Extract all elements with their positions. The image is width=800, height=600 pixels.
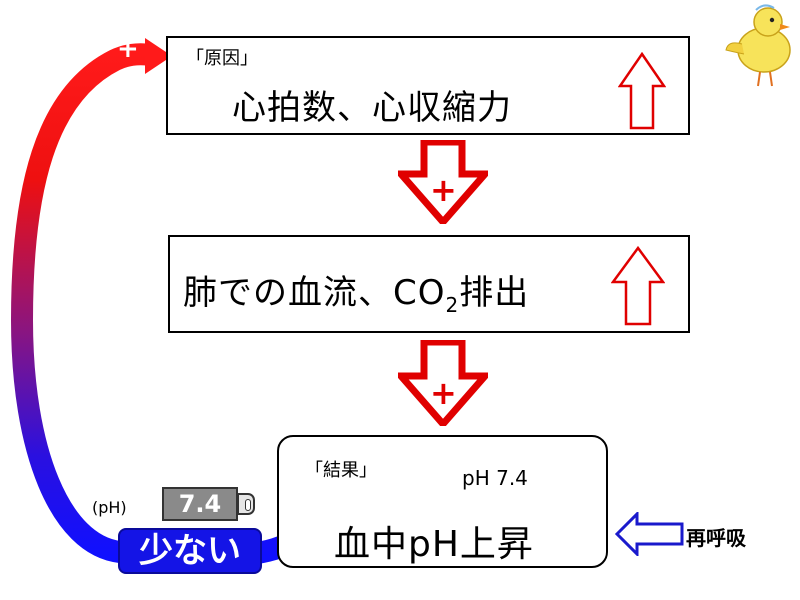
lung-text-main: 肺での血流、CO bbox=[183, 273, 446, 313]
lung-box bbox=[168, 235, 690, 333]
result-box bbox=[277, 435, 608, 568]
cause-tag: 「原因」 bbox=[186, 48, 258, 69]
loop-arrowhead bbox=[145, 38, 172, 74]
down-arrow-plus-sign-2: + bbox=[430, 374, 457, 412]
lung-text-subscript: 2 bbox=[445, 293, 460, 317]
down-arrow-plus-icon bbox=[398, 140, 488, 224]
up-arrow-icon bbox=[618, 52, 666, 130]
result-tag: 「結果」 bbox=[305, 460, 377, 481]
gauge-cap-icon bbox=[237, 493, 255, 515]
cause-text: 心拍数、心収縮力 bbox=[232, 88, 512, 128]
down-arrow-plus-icon-2 bbox=[398, 340, 488, 426]
chick-doodle-icon bbox=[725, 4, 791, 87]
up-arrow-icon-2 bbox=[611, 246, 665, 326]
rebreathing-label: 再呼吸 bbox=[686, 526, 746, 550]
down-arrow-plus-sign: + bbox=[430, 171, 457, 209]
ph-gauge: 7.4 bbox=[162, 487, 238, 521]
ph-unit-label: (pH) bbox=[92, 498, 127, 517]
result-ph-label: pH 7.4 bbox=[462, 466, 528, 490]
lung-text: 肺での血流、CO2排出 bbox=[183, 265, 529, 317]
low-label-pill: 少ない bbox=[118, 528, 262, 574]
loop-plus-sign: + bbox=[117, 34, 139, 64]
result-text: 血中pH上昇 bbox=[334, 524, 534, 565]
lung-text-end: 排出 bbox=[459, 273, 530, 313]
cause-box bbox=[166, 36, 690, 135]
left-arrow-icon bbox=[615, 512, 684, 556]
